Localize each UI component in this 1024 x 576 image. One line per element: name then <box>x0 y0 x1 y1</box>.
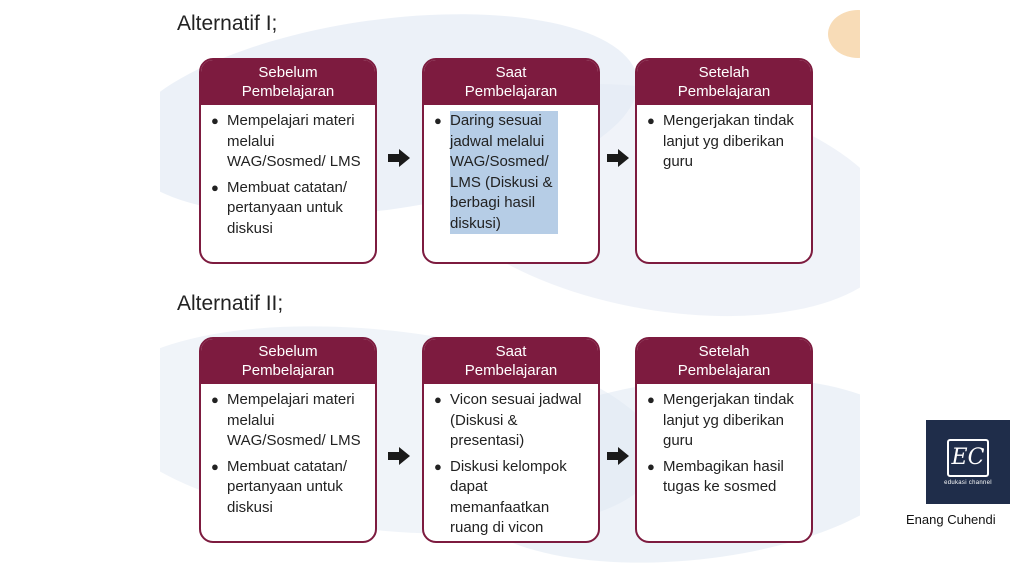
card-header-line: Setelah <box>698 64 750 81</box>
bullet-text: Diskusi kelompok dapat memanfaatkan ruan… <box>450 457 567 537</box>
card-header: Saat Pembelajaran <box>424 339 598 384</box>
bullet-item: ● Membuat catatan/ pertanyaan untuk disku… <box>209 178 365 240</box>
author-name: Enang Cuhendi <box>906 512 996 527</box>
card-header-line: Saat <box>495 343 527 360</box>
bullet-text: Membagikan hasil tugas ke sosmed <box>663 457 784 496</box>
bullet-text: Mempelajari materi melalui WAG/Sosmed/ L… <box>227 391 361 449</box>
card-alt2-before: Sebelum Pembelajaran ● Mempelajari materi… <box>199 337 377 543</box>
card-header-line: Sebelum <box>258 64 318 81</box>
card-header: Setelah Pembelajaran <box>637 60 811 105</box>
card-header: Setelah Pembelajaran <box>637 339 811 384</box>
bullet-item: ● Membuat catatan/ pertanyaan untuk disku… <box>209 457 365 519</box>
arrow-right-icon <box>388 149 410 167</box>
card-alt2-during: Saat Pembelajaran ● Vicon sesuai jadwal (… <box>422 337 600 543</box>
bullet-item: ● Membagikan hasil tugas ke sosmed <box>645 457 801 498</box>
alternative-1-title: Alternatif I; <box>177 12 278 35</box>
bullet-dot-icon: ● <box>434 392 442 407</box>
decor-mask <box>860 0 1024 80</box>
bullet-text: Vicon sesuai jadwal (Diskusi & presentas… <box>450 391 582 449</box>
arrow-right-icon <box>607 447 629 465</box>
card-header: Sebelum Pembelajaran <box>201 60 375 105</box>
bullet-dot-icon: ● <box>647 458 655 474</box>
bullet-text: Mengerjakan tindak lanjut yg diberikan g… <box>663 391 794 449</box>
card-alt2-after: Setelah Pembelajaran ● Mengerjakan tindak… <box>635 337 813 543</box>
bullet-dot-icon: ● <box>647 392 655 407</box>
bullet-item: ● Diskusi kelompok dapat memanfaatkan rua… <box>432 457 588 539</box>
card-header-line: Pembelajaran <box>464 83 558 100</box>
logo-subtitle: edukasi channel <box>944 479 992 486</box>
card-alt1-before: Sebelum Pembelajaran ● Mempelajari materi… <box>199 58 377 264</box>
bullet-dot-icon: ● <box>211 113 219 128</box>
bullet-item: ● Vicon sesuai jadwal (Diskusi & presenta… <box>432 390 588 452</box>
card-header-line: Pembelajaran <box>677 362 771 379</box>
card-header-line: Pembelajaran <box>677 83 771 100</box>
bullet-dot-icon: ● <box>434 458 442 474</box>
arrow-right-icon <box>607 149 629 167</box>
bullet-item: ● Mempelajari materi melalui WAG/Sosmed/ … <box>209 111 365 173</box>
card-alt1-during: Saat Pembelajaran ● Daring sesuai jadwal … <box>422 58 600 264</box>
bullet-text: Membuat catatan/ pertanyaan untuk diskus… <box>227 178 348 237</box>
bullet-dot-icon: ● <box>211 458 219 474</box>
bullet-dot-icon: ● <box>434 113 442 128</box>
bullet-item: ● Daring sesuai jadwal melalui WAG/Sosmed… <box>432 111 558 234</box>
bullet-text: Membuat catatan/ pertanyaan untuk diskus… <box>227 457 348 516</box>
card-header-line: Pembelajaran <box>241 83 335 100</box>
alternative-2-title: Alternatif II; <box>177 292 284 315</box>
bullet-dot-icon: ● <box>211 179 219 195</box>
bullet-item: ● Mempelajari materi melalui WAG/Sosmed/ … <box>209 390 365 452</box>
bullet-text: Mempelajari materi melalui WAG/Sosmed/ L… <box>227 112 361 170</box>
bullet-dot-icon: ● <box>211 392 219 407</box>
card-header-line: Sebelum <box>258 343 318 360</box>
arrow-right-icon <box>388 447 410 465</box>
card-header-line: Pembelajaran <box>241 362 335 379</box>
card-header-line: Pembelajaran <box>464 362 558 379</box>
logo-mark: EC <box>947 438 989 477</box>
bullet-text: Mengerjakan tindak lanjut yg diberikan g… <box>663 112 794 170</box>
card-header-line: Setelah <box>698 343 750 360</box>
card-header-line: Saat <box>495 64 527 81</box>
edukasi-channel-logo: EC edukasi channel <box>926 420 1010 504</box>
bullet-item: ● Mengerjakan tindak lanjut yg diberikan … <box>645 390 801 452</box>
card-header: Sebelum Pembelajaran <box>201 339 375 384</box>
bullet-text-highlighted[interactable]: Daring sesuai jadwal melalui WAG/Sosmed/… <box>450 111 558 234</box>
card-header: Saat Pembelajaran <box>424 60 598 105</box>
card-alt1-after: Setelah Pembelajaran ● Mengerjakan tindak… <box>635 58 813 264</box>
bullet-item: ● Mengerjakan tindak lanjut yg diberikan … <box>645 111 801 173</box>
bullet-dot-icon: ● <box>647 113 655 128</box>
